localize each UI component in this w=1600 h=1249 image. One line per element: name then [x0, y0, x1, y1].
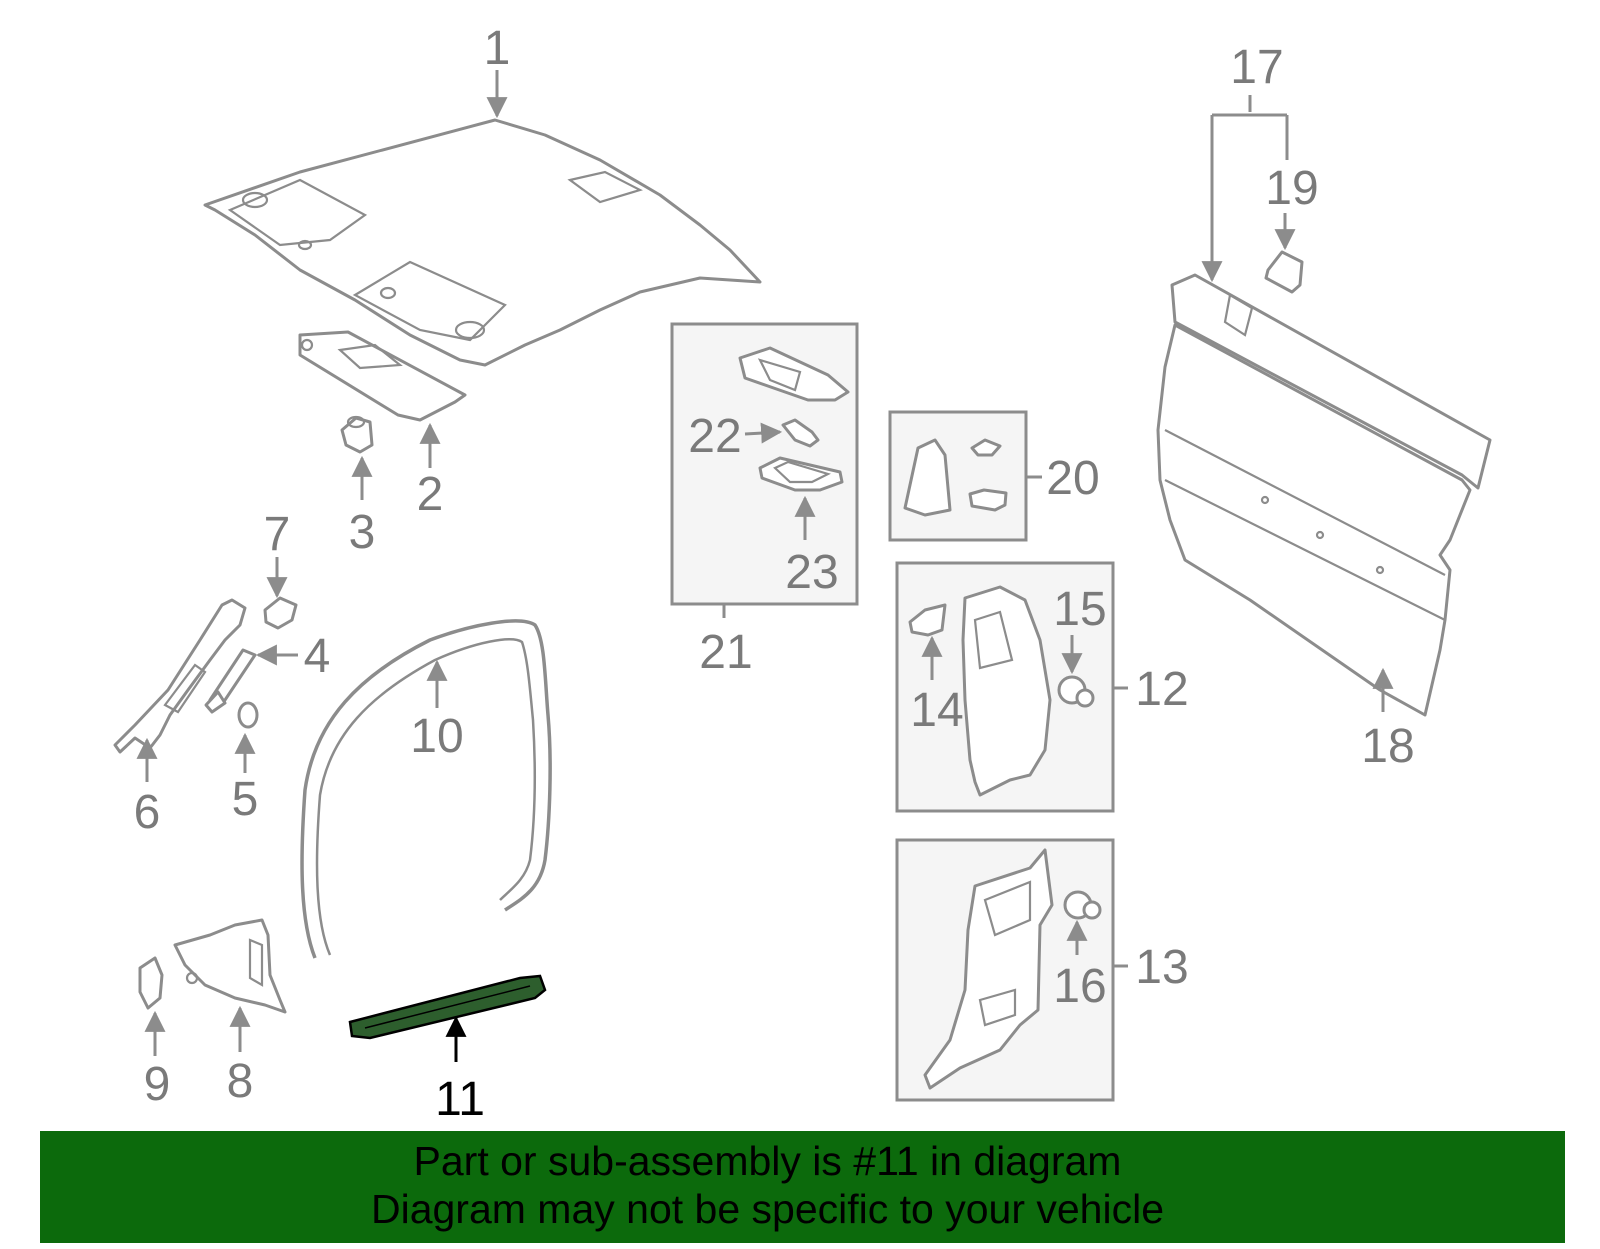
callout-22: 22	[688, 410, 741, 463]
callout-18: 18	[1361, 720, 1414, 773]
callout-17: 17	[1230, 41, 1283, 94]
clip-part-9	[138, 956, 164, 1010]
callout-7: 7	[264, 508, 291, 561]
pillar-lower-trim-part	[923, 848, 1054, 1090]
visor-holder-part	[340, 415, 374, 454]
callout-13: 13	[1135, 941, 1188, 994]
clip-part-15	[1057, 675, 1095, 708]
dome-lamp-part	[738, 346, 850, 402]
callout-21: 21	[699, 626, 752, 679]
scuff-plate-part	[348, 974, 547, 1040]
callout-3: 3	[349, 506, 376, 559]
callout-8: 8	[227, 1055, 254, 1108]
sun-visor-part	[298, 330, 467, 422]
weatherstrip-inner	[315, 638, 536, 956]
group-box-20	[888, 410, 1028, 542]
grab-handle-part	[204, 648, 257, 714]
callout-12: 12	[1135, 663, 1188, 716]
clip-part-16	[1063, 890, 1102, 920]
banner-line-2: Diagram may not be specific to your vehi…	[370, 1186, 1164, 1232]
pillar-upper-trim-part	[961, 585, 1052, 797]
callout-14: 14	[910, 684, 963, 737]
banner-line-1: Part or sub-assembly is #11 in diagram	[413, 1138, 1122, 1184]
callout-5: 5	[232, 773, 259, 826]
callout-1: 1	[484, 22, 511, 75]
kick-panel-part	[173, 918, 287, 1014]
callout-9: 9	[144, 1058, 171, 1111]
bracket-part-19	[1264, 250, 1304, 294]
callout-16: 16	[1053, 960, 1106, 1013]
info-banner: Part or sub-assembly is #11 in diagram D…	[40, 1131, 1565, 1243]
callout-4: 4	[304, 630, 331, 683]
lens-part	[758, 456, 844, 492]
headliner-part	[203, 118, 762, 367]
callout-11: 11	[435, 1073, 485, 1126]
callout-15: 15	[1053, 583, 1106, 636]
callout-19: 19	[1265, 162, 1318, 215]
back-panel-part	[1156, 273, 1492, 717]
callout-2: 2	[417, 468, 444, 521]
bracket-part-20	[903, 438, 1008, 517]
ring-part-5	[237, 701, 259, 729]
leader-22	[744, 422, 783, 444]
clip-part-14	[908, 603, 947, 637]
callout-6: 6	[134, 786, 161, 839]
cap-part-7	[263, 596, 298, 630]
callout-10: 10	[410, 710, 463, 763]
callout-23: 23	[785, 546, 838, 599]
callout-20: 20	[1046, 452, 1099, 505]
bulb-part	[781, 418, 820, 448]
weatherstrip-outer	[300, 619, 552, 959]
